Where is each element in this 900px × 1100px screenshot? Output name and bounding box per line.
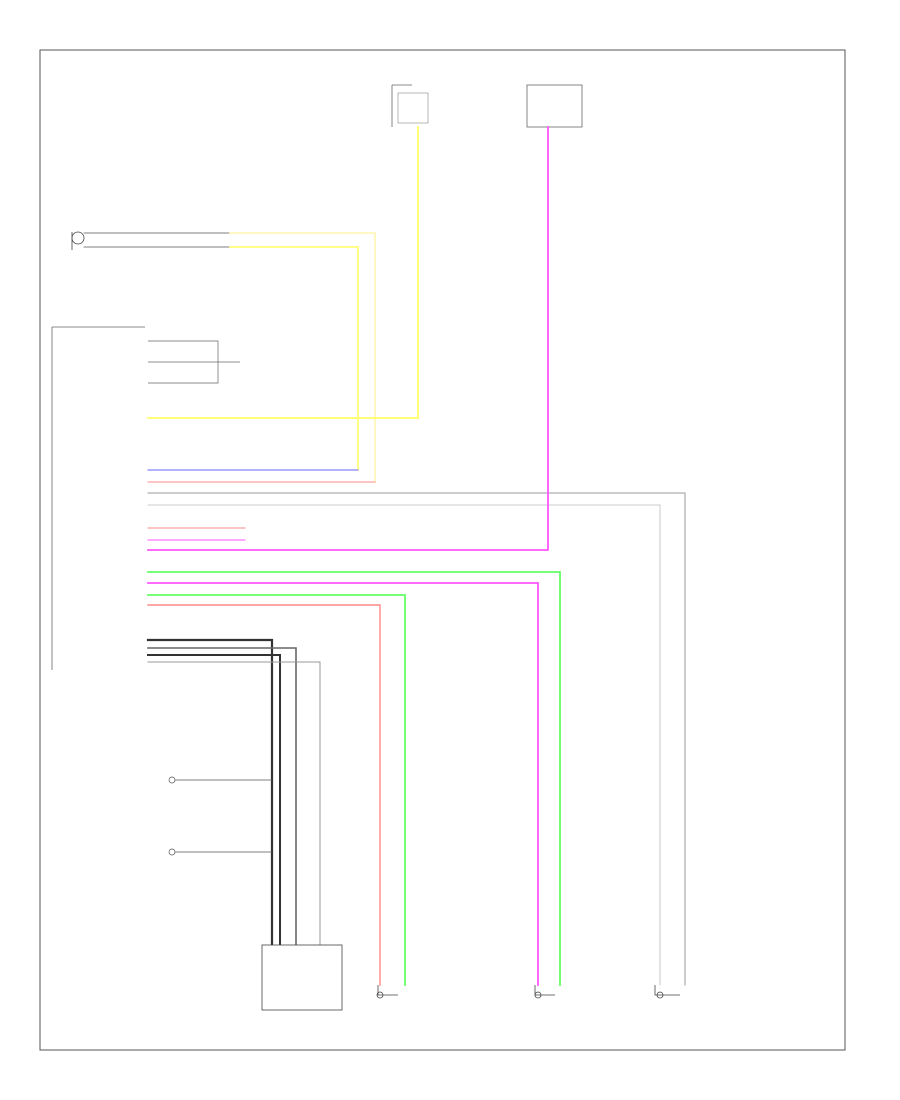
speaker-icon-2 <box>534 985 555 999</box>
tweeter-icon-2 <box>168 776 272 784</box>
speaker-icon <box>376 985 398 999</box>
fuse-block-right <box>526 84 583 128</box>
amplifier <box>261 944 343 1011</box>
speaker-icon-3 <box>654 985 680 999</box>
ground-icon <box>148 340 240 384</box>
fuse-block-right-box <box>526 84 583 128</box>
tweeter-icon-3 <box>168 848 272 856</box>
diagram-border <box>39 49 846 1051</box>
tweeter-icon <box>71 231 85 250</box>
fuse-block-left <box>391 84 429 127</box>
audio-unit <box>51 326 145 670</box>
